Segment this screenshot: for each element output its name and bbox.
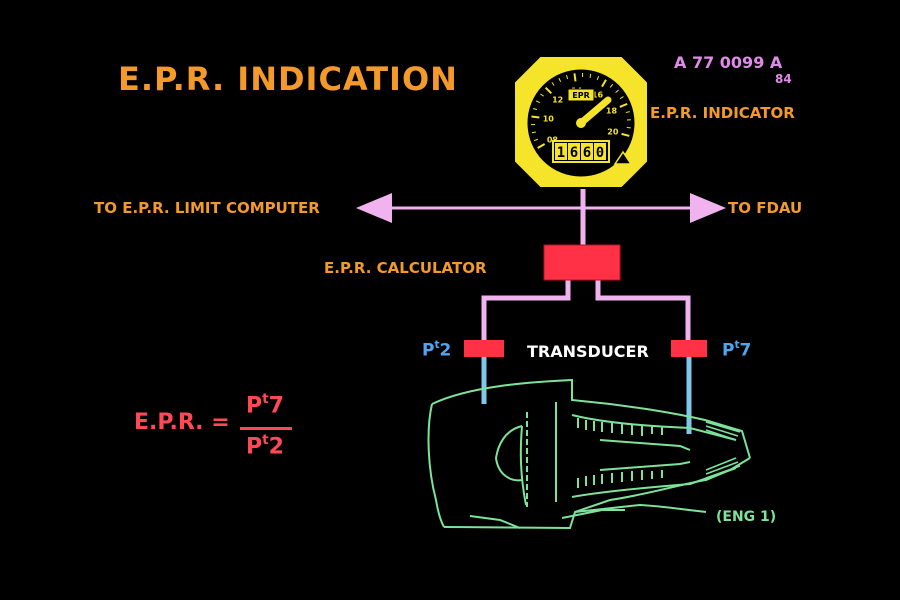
gauge-minor-tick [589, 73, 592, 78]
page-title: E.P.R. INDICATION [118, 60, 458, 98]
pt2-label-base: P [422, 340, 435, 361]
calculator-to-pt7-line [595, 278, 691, 340]
gauge-major-tick [573, 73, 577, 82]
epr-formula: E.P.R. = Pt7 Pt2 [134, 390, 324, 472]
gauge-scale-label: 20 [607, 128, 619, 137]
formula-num-sup: t [262, 390, 269, 407]
pt7-label-base: P [722, 340, 735, 361]
gauge-minor-tick [609, 84, 614, 88]
gauge-minor-tick [531, 131, 536, 134]
gauge-major-tick [537, 143, 546, 149]
gauge-minor-tick [535, 100, 540, 104]
pt7-label-sup: t [734, 338, 740, 351]
gauge-minor-tick [534, 138, 539, 142]
gauge-minor-tick [558, 77, 562, 82]
fdau-label: TO FDAU [728, 199, 803, 217]
gauge-minor-tick [533, 108, 538, 111]
gauge-needle [577, 96, 612, 127]
formula-denominator: Pt2 [246, 431, 284, 460]
gauge-minor-tick [566, 75, 569, 80]
pt2-label-num: 2 [439, 340, 452, 361]
gauge-counter-cell [555, 143, 567, 160]
epr-calculator-label: E.P.R. CALCULATOR [324, 259, 487, 277]
calculator-to-pt2-line [481, 278, 571, 340]
document-code: A 77 0099 A [674, 53, 783, 72]
gauge-counter-digit: 1 [557, 145, 565, 161]
gauge-counter-digit: 0 [596, 145, 604, 161]
gauge-epr-window [567, 88, 595, 102]
gauge-minor-tick [625, 111, 630, 114]
gauge-major-tick [619, 102, 628, 108]
gauge-counter-cell [581, 143, 593, 160]
gauge-hub [576, 118, 586, 128]
epr-limit-computer-label: TO E.P.R. LIMIT COMPUTER [94, 199, 320, 217]
gauge-knob [613, 150, 633, 165]
formula-numerator: Pt7 [246, 390, 284, 419]
gauge-minor-tick [596, 76, 600, 81]
engine-label: (ENG 1) [716, 509, 777, 525]
formula-num-base: P [246, 393, 263, 419]
pt7-label: Pt7 [722, 338, 752, 361]
gauge-major-tick [544, 86, 553, 95]
pt2-label-sup: t [434, 338, 440, 351]
formula-den-sup: t [262, 431, 269, 448]
formula-den-idx: 2 [268, 434, 284, 460]
gauge-scale-label: 16 [592, 90, 604, 99]
gauge-major-tick [531, 115, 540, 119]
pt2-transducer [464, 340, 504, 357]
gauge-major-tick [621, 132, 630, 137]
epr-indicator-label: E.P.R. INDICATOR [650, 104, 795, 122]
pt7-label-num: 7 [739, 340, 752, 361]
formula-num-idx: 7 [268, 393, 284, 419]
gauge-counter-cell [594, 143, 606, 160]
gauge-minor-tick [619, 96, 624, 100]
gauge-scale-label: 10 [543, 115, 555, 124]
gauge-ticks [531, 73, 631, 149]
gauge-epr-label: EPR [572, 91, 590, 100]
transducer-label: TRANSDUCER [527, 342, 649, 361]
gauge-minor-tick [615, 89, 619, 94]
gauge-counter-digit: 6 [583, 145, 591, 161]
pt7-transducer [671, 340, 707, 357]
document-year: 84 [775, 72, 792, 86]
gauge-minor-tick [551, 82, 555, 86]
gauge-counter-digit: 6 [570, 145, 578, 161]
formula-den-base: P [246, 434, 263, 460]
engine-outline [427, 378, 751, 530]
pt2-label: Pt2 [422, 338, 452, 361]
gauge-scale-label: 18 [606, 106, 618, 115]
formula-lhs: E.P.R. = [134, 410, 230, 435]
gauge-minor-tick [540, 93, 544, 97]
gauge-major-tick [601, 79, 607, 88]
epr-calculator-box [543, 244, 621, 281]
formula-fraction-bar [240, 427, 292, 430]
gauge-scale-label: 12 [552, 96, 563, 105]
gauge-counter-cell [568, 143, 580, 160]
